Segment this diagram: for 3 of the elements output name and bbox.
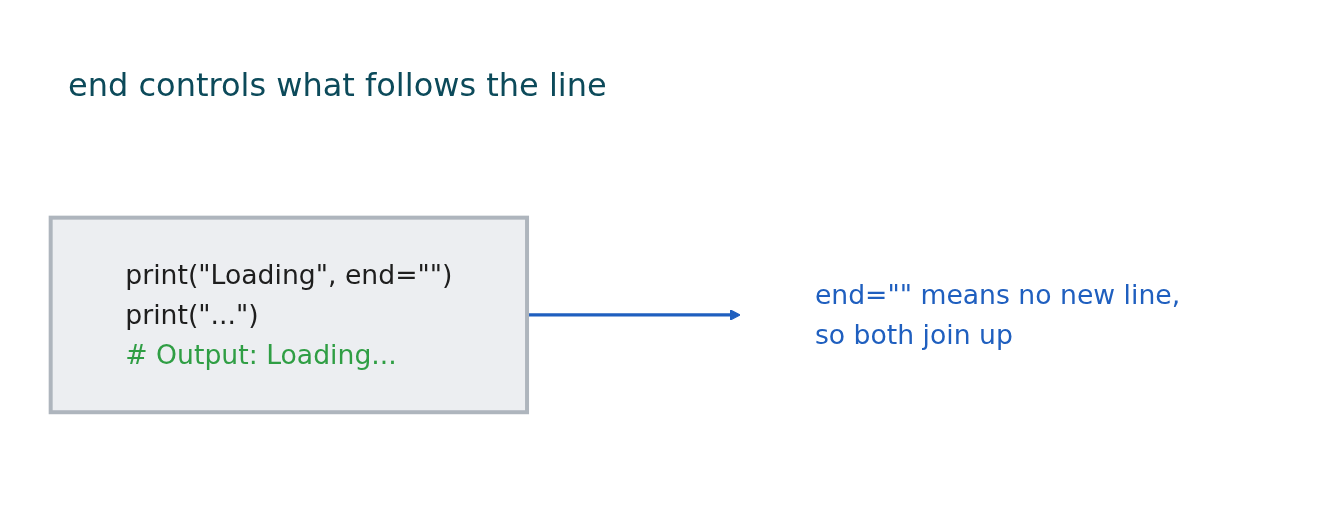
diagram-title: end controls what follows the line bbox=[68, 66, 607, 104]
node-box: print("Loading", end="") print("...") # Output: Loading... bbox=[48, 215, 530, 415]
node-text: end="" means no new line, so both join up bbox=[814, 279, 1181, 351]
